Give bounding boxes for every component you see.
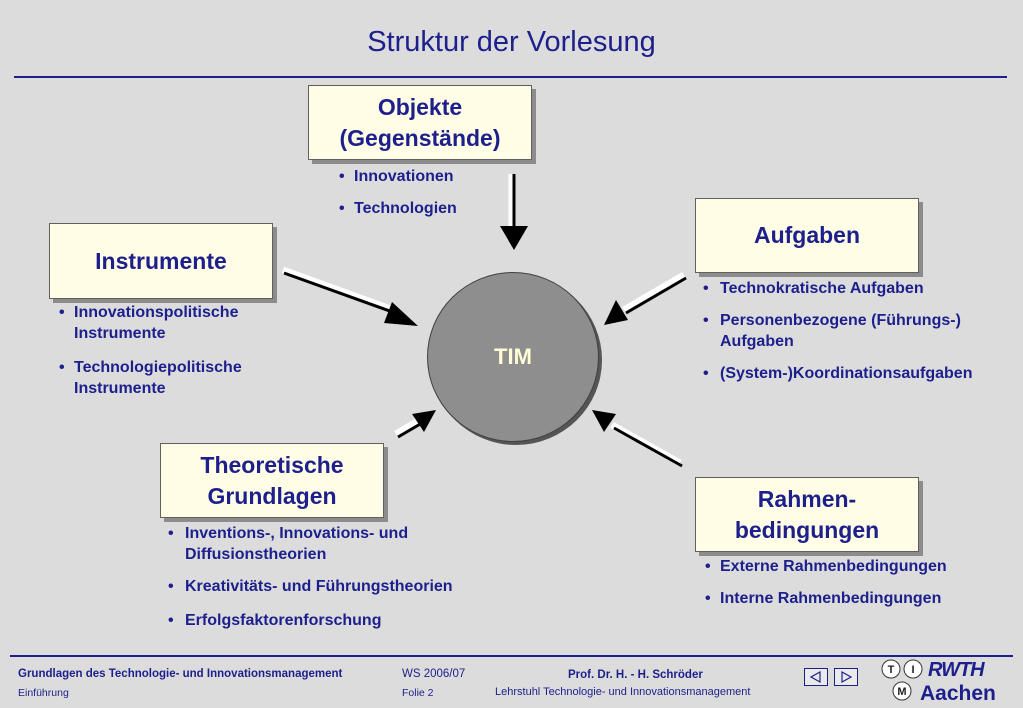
tim-circle: TIM	[427, 272, 599, 442]
list-item: (System-)Koordinationsaufgaben	[700, 363, 1018, 384]
footer-semester: WS 2006/07	[402, 668, 466, 680]
logo-letter-m: M	[897, 686, 906, 698]
rahmen-title-line2: bedingungen	[734, 516, 880, 543]
arrow-instrumente	[281, 266, 418, 326]
footer-chapter: Einführung	[18, 687, 69, 699]
footer-divider	[10, 655, 1013, 657]
list-item: Technologien	[336, 198, 457, 220]
arrow-theorie	[394, 410, 436, 439]
box-aufgaben: Aufgaben	[695, 198, 919, 273]
next-slide-button[interactable]	[834, 668, 858, 686]
aufgaben-title: Aufgaben	[753, 222, 861, 248]
box-instrumente: Instrumente	[49, 223, 273, 299]
footer-slide-number: Folie 2	[402, 687, 434, 699]
box-theoretische-grundlagen: Theoretische Grundlagen	[160, 443, 384, 518]
list-item: Innovationen	[336, 166, 457, 188]
list-item: Personenbezogene (Führungs-) Aufgaben	[700, 310, 1010, 352]
logo-letter-t: T	[888, 664, 895, 676]
footer-course: Grundlagen des Technologie- und Innovati…	[18, 668, 343, 680]
slide-title: Struktur der Vorlesung	[367, 26, 656, 58]
tim-label: TIM	[494, 344, 532, 369]
instrumente-title: Instrumente	[95, 247, 227, 274]
instrumente-list: Innovationspolitische Instrumente Techno…	[56, 302, 296, 399]
tim-logo-icon: T I M	[881, 659, 923, 701]
list-item: Technokratische Aufgaben	[700, 278, 1018, 299]
list-item: Interne Rahmenbedingungen	[702, 588, 1002, 609]
list-item: Externe Rahmenbedingungen	[702, 556, 1002, 577]
title-divider	[14, 76, 1007, 78]
list-item: Kreativitäts- und Führungstheorien	[165, 576, 495, 597]
objekte-title-line2: (Gegenstände)	[339, 124, 501, 151]
logo-rwth: RWTH	[928, 659, 985, 681]
arrow-objekte	[500, 174, 528, 250]
footer-chair: Lehrstuhl Technologie- und Innovationsma…	[495, 686, 751, 698]
list-item: Technologiepolitische Instrumente	[56, 357, 296, 399]
theorie-title-line1: Theoretische	[200, 451, 344, 478]
theorie-title-line2: Grundlagen	[207, 482, 337, 509]
theorie-list: Inventions-, Innovations- und Diffusions…	[165, 523, 495, 631]
prev-slide-button[interactable]	[804, 668, 828, 686]
triangle-right-icon	[841, 670, 853, 684]
arrow-rahmen	[592, 410, 683, 468]
arrow-aufgaben	[604, 271, 687, 325]
rahmen-title-line1: Rahmen-	[757, 485, 857, 512]
logo-letter-i: I	[911, 664, 914, 676]
footer-professor: Prof. Dr. H. - H. Schröder	[568, 669, 703, 681]
list-item: Innovationspolitische Instrumente	[56, 302, 296, 344]
box-rahmenbedingungen: Rahmen- bedingungen	[695, 477, 919, 552]
triangle-left-icon	[809, 670, 821, 684]
list-item: Inventions-, Innovations- und Diffusions…	[165, 523, 445, 565]
rwth-tim-logo: T I M RWTH Aachen	[880, 659, 1020, 705]
aufgaben-list: Technokratische Aufgaben Personenbezogen…	[700, 278, 1018, 384]
box-objekte: Objekte (Gegenstände)	[308, 85, 532, 160]
list-item: Erfolgsfaktorenforschung	[165, 610, 495, 631]
rahmen-list: Externe Rahmenbedingungen Interne Rahmen…	[702, 556, 1002, 609]
objekte-list: Innovationen Technologien	[336, 166, 457, 220]
logo-aachen: Aachen	[920, 682, 996, 705]
objekte-title-line1: Objekte	[377, 93, 463, 120]
